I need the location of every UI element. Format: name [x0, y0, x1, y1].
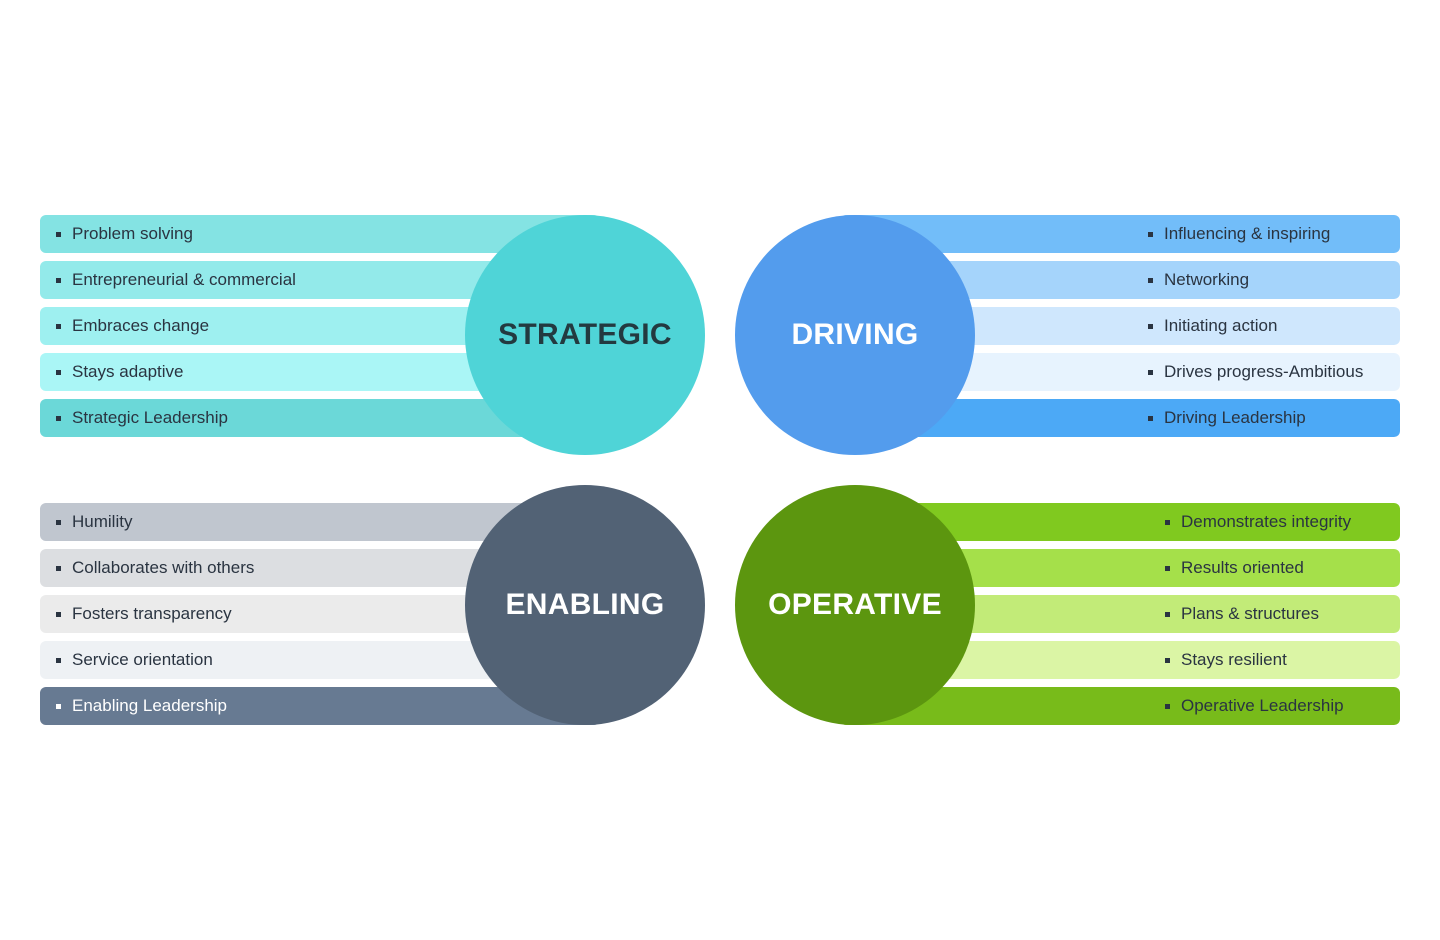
driving-circle: DRIVING	[735, 215, 975, 455]
item-label: Enabling Leadership	[72, 696, 228, 715]
bullet-icon	[56, 323, 61, 329]
item-label: Entrepreneurial & commercial	[72, 270, 296, 289]
item-label: Service orientation	[72, 650, 213, 669]
enabling-title: ENABLING	[505, 588, 665, 621]
item-label: Embraces change	[72, 316, 210, 335]
item-label: Influencing & inspiring	[1164, 224, 1331, 243]
bullet-icon	[1165, 519, 1170, 525]
operative-title: OPERATIVE	[768, 588, 942, 621]
strategic-quadrant: Problem solving Entrepreneurial & commer…	[40, 215, 720, 455]
bullet-icon	[1148, 369, 1153, 375]
strategic-title: STRATEGIC	[498, 318, 672, 351]
bullet-icon	[56, 231, 61, 237]
bullet-icon	[56, 277, 61, 283]
bullet-icon	[56, 565, 61, 571]
bullet-icon	[1165, 703, 1170, 709]
item-label: Driving Leadership	[1164, 408, 1306, 427]
bullet-icon	[56, 611, 61, 617]
driving-title: DRIVING	[791, 318, 919, 351]
bullet-icon	[1165, 611, 1170, 617]
bullet-icon	[56, 519, 61, 525]
bullet-icon	[56, 415, 61, 421]
item-label: Plans & structures	[1181, 604, 1319, 623]
bullet-icon	[1148, 415, 1153, 421]
bullet-icon	[56, 657, 61, 663]
item-label: Collaborates with others	[72, 558, 255, 577]
bullet-icon	[1148, 323, 1153, 329]
strategic-item: Strategic Leadership	[40, 399, 600, 437]
bullet-icon	[1165, 565, 1170, 571]
bullet-icon	[56, 703, 61, 709]
item-label: Initiating action	[1164, 316, 1278, 335]
bullet-icon	[1165, 657, 1170, 663]
strategic-circle: STRATEGIC	[465, 215, 705, 455]
item-label: Strategic Leadership	[72, 408, 228, 427]
bullet-icon	[1148, 231, 1153, 237]
enabling-quadrant: Humility Collaborates with others Foster…	[40, 485, 720, 725]
operative-quadrant: Demonstrates integrity Results oriented …	[720, 485, 1400, 725]
item-label: Drives progress-Ambitious	[1164, 362, 1364, 381]
item-label: Stays resilient	[1181, 650, 1287, 669]
item-label: Demonstrates integrity	[1181, 512, 1352, 531]
enabling-circle: ENABLING	[465, 485, 705, 725]
driving-quadrant: Influencing & inspiring Networking Initi…	[720, 215, 1400, 455]
item-label: Results oriented	[1181, 558, 1304, 577]
bullet-icon	[1148, 277, 1153, 283]
item-label: Stays adaptive	[72, 362, 184, 381]
item-label: Fosters transparency	[72, 604, 232, 623]
operative-circle: OPERATIVE	[735, 485, 975, 725]
item-label: Problem solving	[72, 224, 193, 243]
bullet-icon	[56, 369, 61, 375]
item-label: Operative Leadership	[1181, 696, 1344, 715]
driving-item: Influencing & inspiring	[840, 215, 1400, 253]
strategic-item: Problem solving	[40, 215, 600, 253]
item-label: Humility	[72, 512, 133, 531]
item-label: Networking	[1164, 270, 1250, 289]
